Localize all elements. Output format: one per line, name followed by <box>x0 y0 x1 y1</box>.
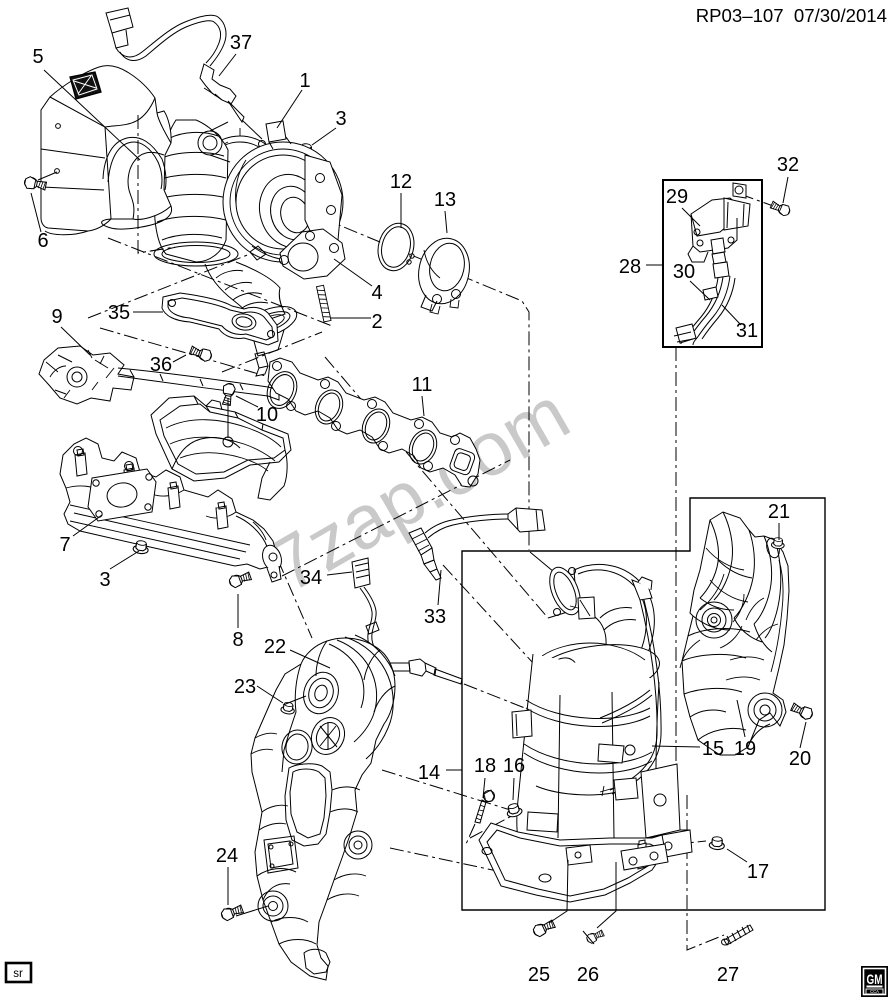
svg-text:GM: GM <box>867 972 883 987</box>
svg-text:37: 37 <box>230 32 252 54</box>
svg-text:30: 30 <box>673 261 695 283</box>
svg-text:1: 1 <box>299 70 310 92</box>
svg-text:27: 27 <box>717 964 739 986</box>
svg-text:20: 20 <box>789 748 811 770</box>
svg-text:24: 24 <box>216 845 238 867</box>
svg-text:21: 21 <box>768 501 790 523</box>
svg-text:35: 35 <box>108 302 130 324</box>
svg-text:28: 28 <box>619 256 641 278</box>
svg-text:4: 4 <box>371 282 382 304</box>
svg-text:15: 15 <box>702 738 724 760</box>
svg-text:10: 10 <box>256 404 278 426</box>
svg-text:22: 22 <box>264 636 286 658</box>
svg-text:11: 11 <box>412 374 433 396</box>
svg-text:36: 36 <box>150 354 172 376</box>
svg-text:26: 26 <box>577 964 599 986</box>
svg-text:18: 18 <box>474 755 496 777</box>
svg-text:9: 9 <box>51 306 62 328</box>
svg-text:23: 23 <box>234 676 256 698</box>
svg-text:19: 19 <box>734 738 756 760</box>
svg-text:7: 7 <box>59 534 70 556</box>
svg-text:2: 2 <box>371 311 382 333</box>
svg-text:25: 25 <box>528 964 550 986</box>
svg-text:14: 14 <box>418 762 440 784</box>
svg-text:CCA: CCA <box>870 989 879 994</box>
svg-text:31: 31 <box>736 320 758 342</box>
svg-text:29: 29 <box>666 186 688 208</box>
svg-text:16: 16 <box>503 755 525 777</box>
svg-text:3: 3 <box>99 569 110 591</box>
svg-text:8: 8 <box>232 629 243 651</box>
svg-text:33: 33 <box>424 606 446 628</box>
svg-text:12: 12 <box>390 171 412 193</box>
svg-text:sr: sr <box>13 968 23 980</box>
svg-text:3: 3 <box>335 108 346 130</box>
svg-text:34: 34 <box>300 567 322 589</box>
svg-text:32: 32 <box>777 154 799 176</box>
svg-text:5: 5 <box>32 46 43 68</box>
svg-text:13: 13 <box>434 189 456 211</box>
svg-text:6: 6 <box>37 230 48 252</box>
svg-text:17: 17 <box>747 861 769 883</box>
svg-text:RP03–107 07/30/2014: RP03–107 07/30/2014 <box>696 5 887 26</box>
